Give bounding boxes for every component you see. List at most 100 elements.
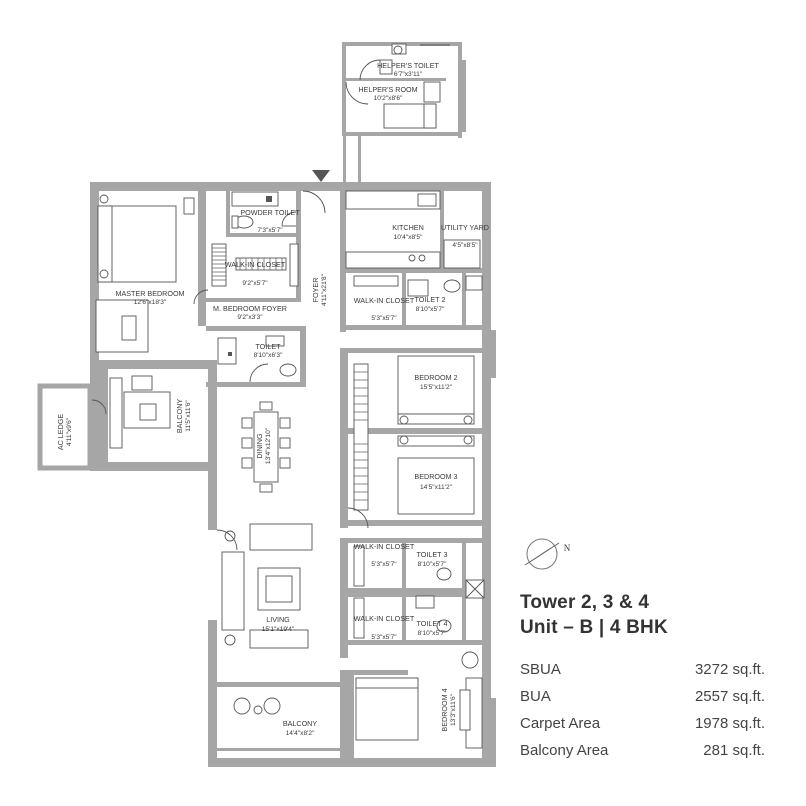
area-row-sbua: SBUA 3272 sq.ft. [520, 656, 765, 683]
room-name: FOYER [311, 278, 320, 303]
fixtures [91, 43, 560, 749]
svg-text:14'4"x8'2": 14'4"x8'2" [286, 730, 315, 737]
room-dim: 13'3"x11'6" [450, 693, 457, 726]
room-name: M. BEDROOM FOYER [213, 304, 287, 313]
svg-text:8'10"x6'3": 8'10"x6'3" [254, 352, 283, 359]
svg-text:FOYER: FOYER [311, 278, 320, 303]
room-dim: 15'1"x19'4" [262, 626, 295, 633]
room-name: WALK-IN CLOSET [225, 260, 286, 269]
svg-text:15'1"x19'4": 15'1"x19'4" [262, 626, 295, 633]
svg-text:UTILITY YARD: UTILITY YARD [441, 223, 489, 232]
svg-text:15'5"x11'2": 15'5"x11'2" [420, 384, 453, 391]
area-row-balcony: Balcony Area 281 sq.ft. [520, 737, 765, 764]
tower-title: Tower 2, 3 & 4 [520, 592, 650, 613]
room-dim: 5'3"x5'7" [371, 315, 397, 322]
svg-text:N: N [564, 543, 571, 553]
room-dim: 15'5"x11'2" [420, 384, 453, 391]
svg-text:4'5"x8'5": 4'5"x8'5" [452, 242, 478, 249]
svg-text:13'4"x12'10": 13'4"x12'10" [265, 427, 272, 464]
room-dim: 4'11"x21'8" [321, 273, 328, 306]
room-dim: 6'7"x3'11" [394, 71, 423, 78]
svg-text:HELPER'S ROOM: HELPER'S ROOM [358, 85, 417, 94]
room-name: WALK-IN CLOSET [354, 614, 415, 623]
compass-north-label: N [564, 543, 571, 553]
room-name: UTILITY YARD [441, 223, 489, 232]
room-dim: 10'4"x8'5" [394, 234, 423, 241]
svg-text:BEDROOM 3: BEDROOM 3 [414, 472, 457, 481]
unit-info-panel: Tower 2, 3 & 4 Unit – B | 4 BHK SBUA 327… [520, 590, 765, 764]
room-dim: 4'5"x8'5" [452, 242, 478, 249]
room-labels: HELPER'S TOILET 6'7"x3'11" HELPER'S ROOM… [56, 61, 571, 737]
svg-text:5'3"x5'7": 5'3"x5'7" [371, 315, 397, 322]
room-name: TOILET 2 [415, 295, 446, 304]
room-dim: 7'3"x5'7" [257, 227, 283, 234]
svg-text:BEDROOM 2: BEDROOM 2 [414, 373, 457, 382]
svg-text:WALK-IN CLOSET: WALK-IN CLOSET [354, 542, 415, 551]
svg-text:9'2"x5'7": 9'2"x5'7" [242, 280, 268, 287]
area-table: SBUA 3272 sq.ft. BUA 2557 sq.ft. Carpet … [520, 656, 765, 764]
room-dim: 13'4"x12'10" [265, 427, 272, 464]
room-dim: 14'5"x11'2" [420, 484, 453, 491]
svg-text:8'10"x5'7": 8'10"x5'7" [418, 561, 447, 568]
closet-hangers [211, 243, 299, 287]
svg-text:12'6"x18'3": 12'6"x18'3" [134, 299, 167, 306]
compass-icon [524, 538, 560, 570]
room-name: AC LEDGE [56, 414, 65, 451]
svg-text:KITCHEN: KITCHEN [392, 223, 424, 232]
svg-text:TOILET 4: TOILET 4 [417, 619, 448, 628]
room-name: POWDER TOILET [240, 208, 300, 217]
svg-text:HELPER'S TOILET: HELPER'S TOILET [377, 61, 439, 70]
room-dim: 10'2"x8'6" [374, 95, 403, 102]
svg-text:LIVING: LIVING [266, 615, 290, 624]
room-name: TOILET 4 [417, 619, 448, 628]
area-row-carpet: Carpet Area 1978 sq.ft. [520, 710, 765, 737]
room-name: HELPER'S ROOM [358, 85, 417, 94]
svg-text:TOILET: TOILET [255, 342, 281, 351]
room-dim: 8'10"x6'3" [254, 352, 283, 359]
area-value: 3272 sq.ft. [694, 661, 765, 678]
svg-text:9'2"x3'3": 9'2"x3'3" [237, 314, 263, 321]
svg-text:5'3"x5'7": 5'3"x5'7" [371, 561, 397, 568]
room-name: DINING [255, 433, 264, 459]
unit-title: Unit – B | 4 BHK [520, 617, 668, 638]
area-value: 281 sq.ft. [703, 742, 765, 759]
svg-text:4'11"x21'8": 4'11"x21'8" [321, 273, 328, 306]
room-name: BEDROOM 4 [440, 688, 449, 731]
room-name: BEDROOM 2 [414, 373, 457, 382]
room-name: BEDROOM 3 [414, 472, 457, 481]
area-label: Balcony Area [520, 742, 609, 759]
room-dim: 9'2"x5'7" [242, 280, 268, 287]
room-dim: 8'10"x5'7" [418, 630, 447, 637]
room-name: TOILET 3 [417, 550, 448, 559]
svg-text:10'2"x8'6": 10'2"x8'6" [374, 95, 403, 102]
area-label: SBUA [520, 661, 561, 678]
room-name: LIVING [266, 615, 290, 624]
room-dim: 9'2"x3'3" [237, 314, 263, 321]
room-name: TOILET [255, 342, 281, 351]
svg-text:4'11"x9'6": 4'11"x9'6" [66, 417, 73, 446]
room-dim: 5'3"x5'7" [371, 561, 397, 568]
svg-text:M. BEDROOM FOYER: M. BEDROOM FOYER [213, 304, 287, 313]
svg-text:BALCONY: BALCONY [283, 719, 318, 728]
room-name: BALCONY [283, 719, 318, 728]
svg-text:WALK-IN CLOSET: WALK-IN CLOSET [225, 260, 286, 269]
room-dim: 8'10"x5'7" [418, 561, 447, 568]
area-label: Carpet Area [520, 715, 601, 732]
svg-text:8'10"x5'7": 8'10"x5'7" [416, 306, 445, 313]
svg-text:7'3"x5'7": 7'3"x5'7" [257, 227, 283, 234]
room-name: HELPER'S TOILET [377, 61, 439, 70]
svg-text:WALK-IN CLOSET: WALK-IN CLOSET [354, 614, 415, 623]
room-name: KITCHEN [392, 223, 424, 232]
room-name: WALK-IN CLOSET [354, 542, 415, 551]
svg-text:TOILET 3: TOILET 3 [417, 550, 448, 559]
area-label: BUA [520, 688, 551, 705]
walls [37, 42, 496, 767]
svg-text:BEDROOM 4: BEDROOM 4 [440, 688, 449, 731]
area-row-bua: BUA 2557 sq.ft. [520, 683, 765, 710]
svg-text:11'5"x11'6": 11'5"x11'6" [185, 400, 192, 432]
svg-text:10'4"x8'5": 10'4"x8'5" [394, 234, 423, 241]
room-name: MASTER BEDROOM [115, 289, 184, 298]
area-value: 1978 sq.ft. [694, 715, 765, 732]
svg-text:13'3"x11'6": 13'3"x11'6" [450, 693, 457, 726]
